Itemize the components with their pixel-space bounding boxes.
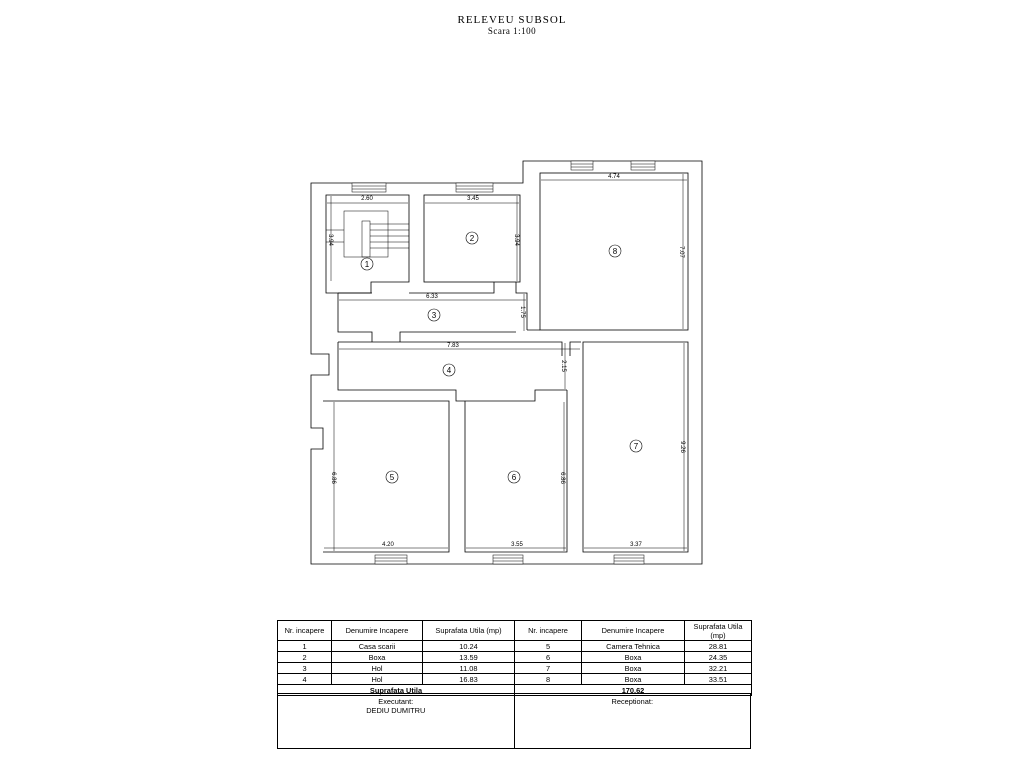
room-6-label: 6 <box>512 473 517 482</box>
receptionat-box: Receptionat: <box>513 694 751 748</box>
dim-label: 7.07 <box>678 246 684 258</box>
room-6-wall <box>464 390 568 553</box>
table-cell: 33.51 <box>684 673 752 685</box>
dim-label: 2.15 <box>560 360 566 372</box>
table-cell: Hol <box>331 673 423 685</box>
dim-label: 7.83 <box>447 343 459 349</box>
room-3-wall <box>337 282 540 342</box>
dim-label: 3.55 <box>511 542 523 548</box>
table-cell: 2 <box>277 651 332 663</box>
dim-label: 6.33 <box>426 294 438 300</box>
areas-table: Nr. incapere Denumire Incapere Suprafata… <box>277 620 752 696</box>
table-cell: 13.59 <box>422 651 515 663</box>
room-markers: 1 2 3 4 5 6 7 8 <box>360 231 643 484</box>
table-header-row: Nr. incapere Denumire Incapere Suprafata… <box>277 620 752 641</box>
table-cell: 6 <box>514 651 582 663</box>
table-cell: 1 <box>277 640 332 652</box>
table-row: 3 Hol 11.08 7 Boxa 32.21 <box>277 662 752 674</box>
dim-label: 3.45 <box>467 196 479 202</box>
table-cell: 28.81 <box>684 640 752 652</box>
executant-box: Executant: DEDIU DUMITRU <box>278 694 514 748</box>
table-cell: 3 <box>277 662 332 674</box>
outer-wall <box>310 160 703 565</box>
dim-label: 3.94 <box>513 234 519 246</box>
table-cell: Hol <box>331 662 423 674</box>
table-cell: 16.83 <box>422 673 515 685</box>
dim-label: 3.94 <box>327 234 333 246</box>
windows <box>351 160 656 565</box>
dim-label: 6.86 <box>330 472 336 484</box>
table-cell: Boxa <box>581 662 685 674</box>
room-1-label: 1 <box>365 260 370 269</box>
dim-label: 4.74 <box>608 174 620 180</box>
plan-title: RELEVEU SUBSOL <box>457 14 567 26</box>
table-row: 2 Boxa 13.59 6 Boxa 24.35 <box>277 651 752 663</box>
dim-label: 1.75 <box>519 306 525 318</box>
room-7-label: 7 <box>634 442 639 451</box>
room-3-label: 3 <box>432 311 437 320</box>
table-header: Denumire Incapere <box>581 620 685 641</box>
room-4-wall <box>337 341 581 402</box>
table-cell: 24.35 <box>684 651 752 663</box>
receptionat-label: Receptionat: <box>611 697 654 706</box>
table-cell: Boxa <box>581 651 685 663</box>
table-header: Suprafata Utila (mp) <box>684 620 752 641</box>
room-7-wall <box>582 341 689 553</box>
stairs <box>326 210 409 258</box>
table-header: Denumire Incapere <box>331 620 423 641</box>
dim-label: 2.60 <box>361 196 373 202</box>
room-2-label: 2 <box>470 234 475 243</box>
table-cell: Camera Tehnica <box>581 640 685 652</box>
room-4-label: 4 <box>447 366 452 375</box>
room-1-wall <box>325 194 410 294</box>
signature-block: Executant: DEDIU DUMITRU Receptionat: <box>277 693 751 749</box>
room-8-wall <box>539 172 689 331</box>
table-cell: 10.24 <box>422 640 515 652</box>
table-row: 1 Casa scarii 10.24 5 Camera Tehnica 28.… <box>277 640 752 652</box>
room-5-label: 5 <box>390 473 395 482</box>
table-row: 4 Hol 16.83 8 Boxa 33.51 <box>277 673 752 685</box>
room-5-wall <box>323 400 450 553</box>
room-8-label: 8 <box>613 247 618 256</box>
executant-label: Executant: <box>378 697 414 706</box>
room-2-wall <box>423 194 521 283</box>
table-cell: Casa scarii <box>331 640 423 652</box>
table-cell: Boxa <box>581 673 685 685</box>
table-cell: 5 <box>514 640 582 652</box>
table-cell: 8 <box>514 673 582 685</box>
table-header: Nr. incapere <box>514 620 582 641</box>
table-cell: Boxa <box>331 651 423 663</box>
executant-name: DEDIU DUMITRU <box>366 706 426 715</box>
dimension-lines <box>324 174 687 551</box>
dim-label: 9.26 <box>679 441 685 453</box>
table-cell: 7 <box>514 662 582 674</box>
table-header: Nr. incapere <box>277 620 332 641</box>
table-cell: 11.08 <box>422 662 515 674</box>
dim-label: 6.86 <box>559 472 565 484</box>
title-block: RELEVEU SUBSOL Scara 1:100 <box>0 14 1024 36</box>
plan-scale: Scara 1:100 <box>487 26 537 36</box>
table-cell: 4 <box>277 673 332 685</box>
table-header: Suprafata Utila (mp) <box>422 620 515 641</box>
dim-label: 4.20 <box>382 542 394 548</box>
dimension-labels: 2.60 3.94 3.45 3.94 4.74 7.07 6.33 1.75 … <box>327 174 685 548</box>
dim-label: 3.37 <box>630 542 642 548</box>
table-cell: 32.21 <box>684 662 752 674</box>
